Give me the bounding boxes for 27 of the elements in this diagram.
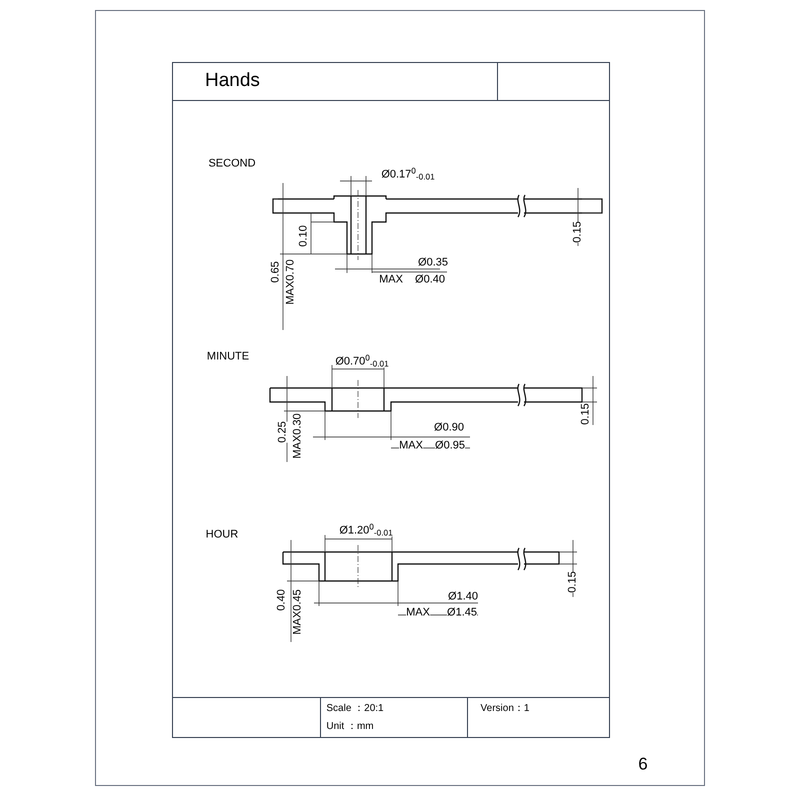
view-heading: MINUTE: [206, 352, 250, 362]
table-text: Scale ：20:1: [326, 704, 384, 714]
dimension-label: MAX0.30: [292, 413, 304, 459]
dimension-label: Ø0.35: [418, 258, 448, 268]
page-number: 6: [638, 756, 648, 772]
dimension-label: MAX: [379, 274, 403, 286]
dimension-label: 0.25: [278, 421, 288, 443]
table-text: Unit ：mm: [326, 722, 374, 732]
dimension-label: MAX0.45: [292, 589, 304, 635]
dimension-label: 0.15: [568, 571, 578, 593]
dimension-label: MAX0.70: [286, 259, 296, 305]
dimension-label: Ø1.45: [447, 608, 477, 618]
table-text: Version：1: [480, 704, 530, 714]
drawing-title: Hands: [205, 70, 260, 92]
dimension-label: 0.10: [298, 225, 310, 247]
dimension-label: MAX: [406, 608, 430, 618]
dimension-label: 0.65: [270, 261, 282, 283]
dimension-label: Ø0.95: [435, 440, 465, 452]
dimension-label: 0.40: [276, 589, 288, 611]
view-heading: SECOND: [208, 158, 256, 170]
dimension-label: Ø0.40: [415, 274, 445, 286]
view-heading: HOUR: [206, 530, 238, 540]
dimension-label: Ø0.90: [434, 422, 464, 434]
dimension-label: 0.15: [580, 403, 592, 425]
dimension-label: 0.15: [572, 221, 584, 243]
dimension-label: Ø1.40: [448, 592, 478, 602]
dimension-label: MAX: [399, 440, 423, 452]
